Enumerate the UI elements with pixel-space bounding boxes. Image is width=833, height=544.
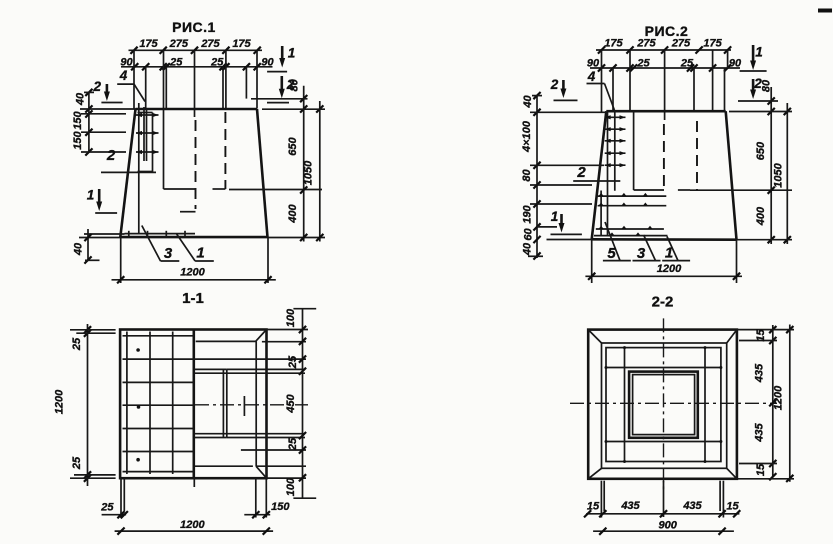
svg-text:90: 90 [587,58,600,70]
svg-text:4: 4 [587,69,596,84]
svg-text:90: 90 [261,57,274,69]
svg-text:100: 100 [285,477,297,496]
svg-text:150: 150 [72,130,84,149]
svg-text:150: 150 [271,501,290,513]
svg-text:15: 15 [726,501,739,513]
svg-text:1: 1 [665,245,673,262]
svg-text:80: 80 [761,79,773,92]
svg-text:175: 175 [232,38,251,50]
svg-text:25: 25 [287,355,299,369]
svg-text:650: 650 [287,136,299,155]
svg-text:2: 2 [106,147,116,164]
svg-text:2: 2 [576,164,586,181]
svg-text:275: 275 [169,38,189,50]
svg-text:1: 1 [196,245,204,262]
svg-text:435: 435 [620,500,640,512]
svg-text:275: 275 [671,38,691,50]
svg-text:40: 40 [75,92,87,106]
svg-text:2: 2 [550,77,559,92]
svg-text:15: 15 [755,329,767,342]
svg-text:25: 25 [71,337,83,351]
svg-text:1-1: 1-1 [182,290,204,307]
svg-text:4×100: 4×100 [521,120,533,153]
svg-text:15: 15 [755,463,767,476]
svg-text:80: 80 [288,78,300,91]
svg-text:5: 5 [607,245,616,262]
svg-text:80: 80 [521,169,533,182]
svg-text:175: 175 [703,38,722,50]
svg-text:25: 25 [287,437,299,451]
svg-text:1: 1 [288,46,296,61]
svg-text:40: 40 [73,242,85,256]
svg-text:1: 1 [87,188,95,203]
svg-text:2: 2 [753,76,762,91]
svg-text:2: 2 [93,79,102,94]
svg-text:100: 100 [285,308,297,327]
svg-text:1: 1 [551,209,559,224]
svg-text:175: 175 [139,38,158,50]
svg-text:275: 275 [200,38,220,50]
svg-text:25: 25 [169,57,183,69]
svg-text:190: 190 [521,204,533,223]
svg-text:2: 2 [286,77,295,92]
svg-text:3: 3 [164,245,173,262]
svg-text:4: 4 [119,68,128,83]
svg-text:900: 900 [659,520,678,532]
svg-text:90: 90 [729,58,742,70]
svg-text:25: 25 [210,57,224,69]
svg-text:1200: 1200 [657,263,682,275]
svg-text:435: 435 [682,500,702,512]
svg-text:60: 60 [522,228,534,241]
svg-text:400: 400 [755,206,767,226]
svg-text:450: 450 [285,393,297,413]
svg-text:3: 3 [637,245,646,262]
svg-text:150: 150 [72,110,84,129]
svg-text:25: 25 [636,58,650,70]
svg-text:90: 90 [120,57,133,69]
svg-text:1050: 1050 [303,160,315,185]
svg-text:1: 1 [755,45,763,60]
svg-text:25: 25 [100,502,114,514]
svg-text:1200: 1200 [773,385,785,410]
svg-text:2-2: 2-2 [652,294,674,311]
svg-text:25: 25 [71,456,83,470]
svg-text:175: 175 [604,38,623,50]
svg-text:1200: 1200 [180,267,205,279]
svg-text:15: 15 [587,501,600,513]
svg-text:275: 275 [636,38,656,50]
svg-text:РИС.2: РИС.2 [645,23,689,39]
svg-text:1200: 1200 [53,389,65,414]
svg-text:25: 25 [680,58,694,70]
svg-text:1050: 1050 [773,162,785,187]
svg-text:400: 400 [287,203,299,223]
svg-text:435: 435 [754,363,766,383]
svg-text:1200: 1200 [180,519,205,531]
svg-text:40: 40 [522,95,534,109]
svg-text:40: 40 [522,242,534,256]
svg-text:РИС.1: РИС.1 [172,19,216,35]
svg-text:435: 435 [754,422,766,442]
svg-text:650: 650 [755,141,767,160]
